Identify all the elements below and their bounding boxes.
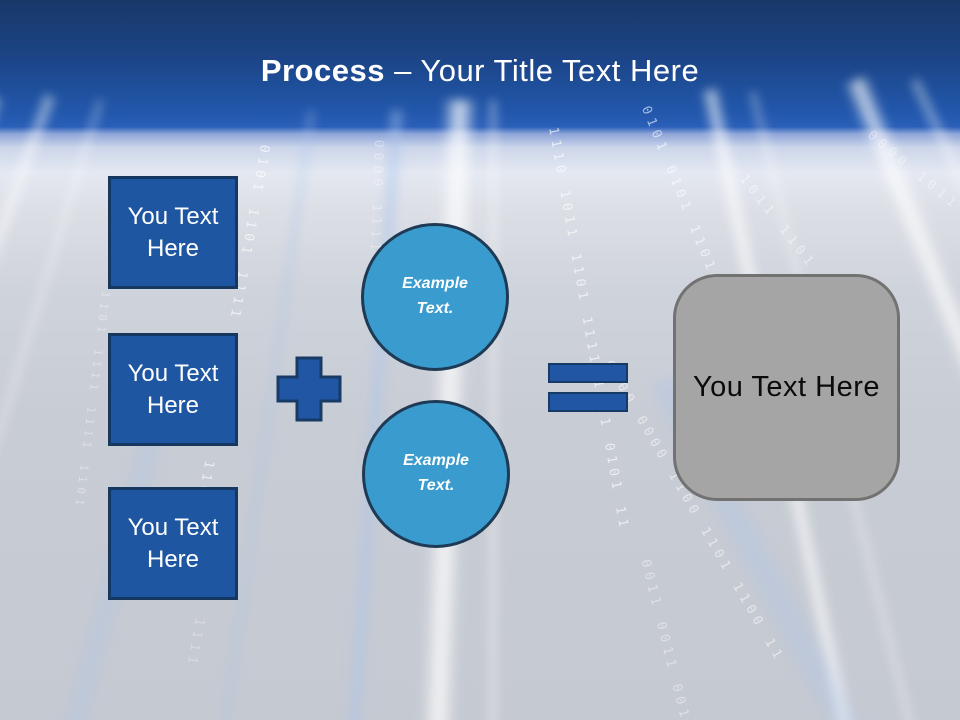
result-box: You Text Here bbox=[673, 274, 900, 501]
binary-code-text: 1110 1011 1101 1111 1111 0101 11 bbox=[545, 126, 632, 533]
input-box-1: You Text Here bbox=[108, 176, 238, 289]
light-streak bbox=[0, 98, 105, 720]
binary-code-text: 0000 1011 bbox=[864, 128, 960, 214]
binary-code-text: 1101 1111 1111 1101 bbox=[72, 290, 112, 512]
example-circle-2-line1: Example bbox=[403, 452, 469, 470]
light-streak bbox=[0, 90, 5, 720]
title-keyword: Process bbox=[260, 53, 385, 88]
input-box-3: You Text Here bbox=[108, 487, 238, 600]
equals-icon bbox=[548, 392, 628, 412]
example-circle-1: Example Text. bbox=[361, 223, 509, 371]
light-streak bbox=[488, 100, 498, 720]
plus-icon bbox=[276, 356, 342, 422]
example-circle-1-line1: Example bbox=[402, 275, 468, 293]
input-box-2-label: You Text Here bbox=[127, 359, 219, 419]
binary-code-text: 0011 0011 0011 bbox=[637, 558, 696, 720]
light-streak bbox=[908, 77, 960, 720]
input-box-1-label: You Text Here bbox=[127, 202, 219, 262]
light-streak bbox=[0, 93, 58, 720]
example-circle-1-line2: Text. bbox=[416, 300, 454, 317]
input-box-2: You Text Here bbox=[108, 333, 238, 446]
slide-title: Process – Your Title Text Here bbox=[0, 53, 960, 89]
equals-icon bbox=[548, 363, 628, 383]
example-circle-2: Example Text. bbox=[362, 400, 510, 548]
input-box-3-label: You Text Here bbox=[127, 513, 219, 573]
result-box-label: You Text Here bbox=[692, 371, 881, 403]
example-circle-2-line2: Text. bbox=[417, 477, 455, 494]
title-subtitle: – Your Title Text Here bbox=[394, 53, 700, 88]
